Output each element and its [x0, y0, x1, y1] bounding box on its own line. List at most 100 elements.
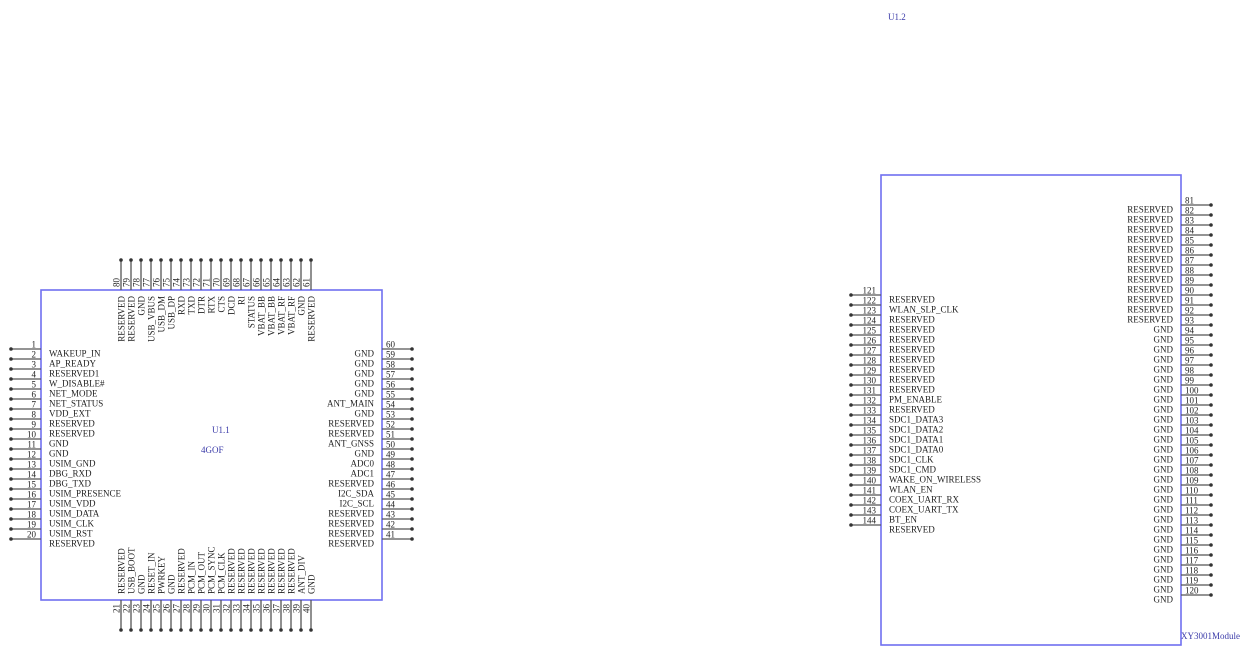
pin-end-dot[interactable]: [309, 628, 313, 632]
pin-end-dot[interactable]: [1209, 393, 1213, 397]
pin-end-dot[interactable]: [410, 437, 414, 441]
pin-end-dot[interactable]: [1209, 453, 1213, 457]
pin-end-dot[interactable]: [849, 413, 853, 417]
pin-end-dot[interactable]: [1209, 343, 1213, 347]
pin-end-dot[interactable]: [1209, 283, 1213, 287]
pin-end-dot[interactable]: [9, 347, 13, 351]
pin-end-dot[interactable]: [269, 258, 273, 262]
pin-end-dot[interactable]: [159, 628, 163, 632]
pin-end-dot[interactable]: [1209, 373, 1213, 377]
pin-end-dot[interactable]: [849, 323, 853, 327]
pin-end-dot[interactable]: [279, 628, 283, 632]
pin-end-dot[interactable]: [849, 303, 853, 307]
pin-end-dot[interactable]: [1209, 263, 1213, 267]
pin-end-dot[interactable]: [9, 497, 13, 501]
pin-end-dot[interactable]: [9, 427, 13, 431]
pin-end-dot[interactable]: [139, 258, 143, 262]
pin-end-dot[interactable]: [179, 628, 183, 632]
pin-end-dot[interactable]: [1209, 593, 1213, 597]
pin-end-dot[interactable]: [849, 453, 853, 457]
pin-end-dot[interactable]: [1209, 443, 1213, 447]
pin-end-dot[interactable]: [1209, 573, 1213, 577]
pin-end-dot[interactable]: [410, 517, 414, 521]
pin-end-dot[interactable]: [259, 258, 263, 262]
pin-end-dot[interactable]: [849, 523, 853, 527]
pin-end-dot[interactable]: [410, 487, 414, 491]
pin-end-dot[interactable]: [9, 367, 13, 371]
pin-end-dot[interactable]: [9, 487, 13, 491]
pin-end-dot[interactable]: [410, 377, 414, 381]
component-u1-1[interactable]: U1.1 4GOF 1WAKEUP_IN2AP_READY3RESERVED14…: [9, 258, 414, 632]
u1-1-pin-2[interactable]: 2AP_READY: [9, 350, 97, 369]
pin-end-dot[interactable]: [849, 443, 853, 447]
pin-end-dot[interactable]: [849, 403, 853, 407]
pin-end-dot[interactable]: [249, 258, 253, 262]
pin-end-dot[interactable]: [1209, 463, 1213, 467]
pin-end-dot[interactable]: [1209, 403, 1213, 407]
pin-end-dot[interactable]: [299, 628, 303, 632]
pin-end-dot[interactable]: [289, 628, 293, 632]
pin-end-dot[interactable]: [1209, 353, 1213, 357]
pin-end-dot[interactable]: [119, 628, 123, 632]
pin-end-dot[interactable]: [410, 447, 414, 451]
pin-end-dot[interactable]: [1209, 273, 1213, 277]
pin-end-dot[interactable]: [9, 407, 13, 411]
pin-end-dot[interactable]: [1209, 333, 1213, 337]
pin-end-dot[interactable]: [199, 258, 203, 262]
pin-end-dot[interactable]: [1209, 303, 1213, 307]
pin-end-dot[interactable]: [119, 258, 123, 262]
pin-end-dot[interactable]: [249, 628, 253, 632]
pin-end-dot[interactable]: [410, 367, 414, 371]
component-u1-2-body[interactable]: [880, 174, 1182, 646]
pin-end-dot[interactable]: [169, 628, 173, 632]
pin-end-dot[interactable]: [410, 417, 414, 421]
pin-end-dot[interactable]: [189, 258, 193, 262]
pin-end-dot[interactable]: [1209, 253, 1213, 257]
pin-end-dot[interactable]: [209, 258, 213, 262]
